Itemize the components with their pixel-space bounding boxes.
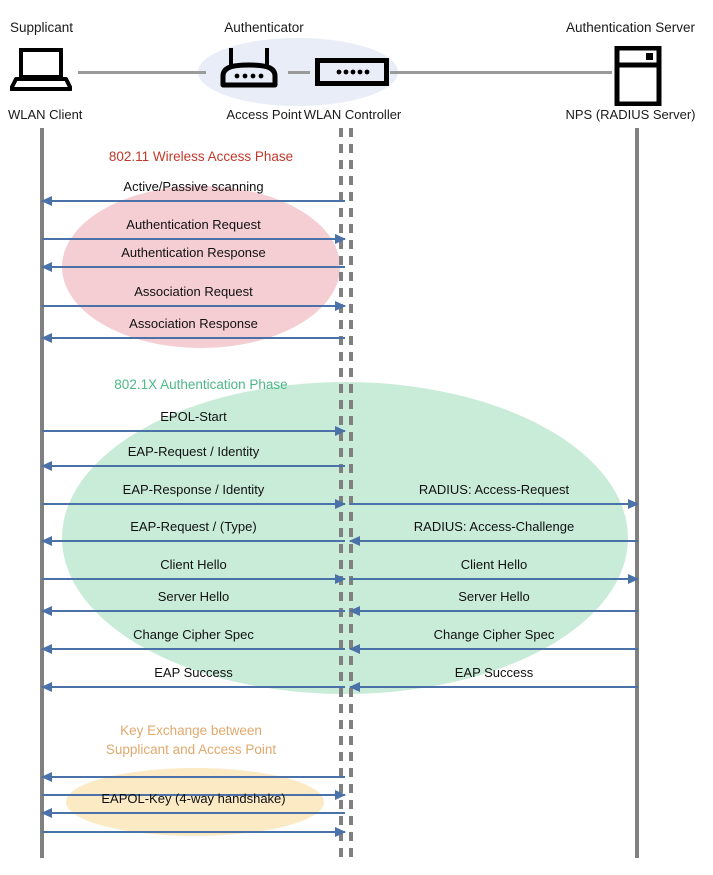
arrow-line [42,831,345,833]
wlan-controller-icon [315,58,389,91]
arrow-label: Client Hello [460,557,528,572]
phase-label-key-exchange-line1: Key Exchange between [120,723,262,738]
arrow-head-right-icon [335,234,346,244]
arrow-line [350,578,638,580]
arrow-label: RADIUS: Access-Request [418,482,570,497]
wire-controller-to-server [390,71,612,74]
phase-label-key-exchange-line2: Supplicant and Access Point [105,742,277,757]
arrow-head-left-icon [41,682,52,692]
arrow-line [42,686,345,688]
actor-device-wlan-client: WLAN Client [8,107,83,122]
laptop-icon [9,48,73,97]
arrow-head-left-icon [41,808,52,818]
arrow-head-left-icon [41,644,52,654]
arrow-head-left-icon [41,262,52,272]
arrow-line [42,776,345,778]
arrow-line [42,794,345,796]
arrow-label: EAP-Request / Identity [127,444,260,459]
arrow-head-left-icon [349,644,360,654]
actor-role-authenticator: Authenticator [224,20,304,35]
arrow-label: EPOL-Start [160,409,227,424]
arrow-line [350,503,638,505]
actor-device-wlan-controller: WLAN Controller [303,107,402,122]
server-icon [614,45,662,111]
access-point-icon [213,45,285,100]
phase-label-wireless-access: 802.11 Wireless Access Phase [108,149,294,164]
arrow-label: EAP Success [154,665,233,680]
arrow-line [42,238,345,240]
arrow-line [42,337,345,339]
phase-label-dot1x-auth: 802.1X Authentication Phase [114,377,288,392]
lifeline-wlan-controller [349,128,353,858]
arrow-label: EAP Success [454,665,534,680]
arrow-head-left-icon [41,606,52,616]
arrow-head-left-icon [41,461,52,471]
arrow-label: EAP-Response / Identity [122,482,265,497]
phase-blob-key-exchange [66,768,324,836]
arrow-head-right-icon [335,499,346,509]
lifeline-auth-server [635,128,639,858]
arrow-label: Server Hello [458,589,530,604]
arrow-line [42,648,345,650]
lifeline-access-point [339,128,343,858]
arrow-line [350,610,638,612]
arrow-line [42,305,345,307]
actor-role-authentication-server: Authentication Server [565,20,696,35]
arrow-label: Client Hello [160,557,227,572]
actor-role-supplicant: Supplicant [10,20,74,35]
arrow-label: EAPOL-Key (4-way handshake) [101,791,286,806]
actor-device-access-point: Access Point [226,107,302,122]
arrow-line [42,430,345,432]
arrow-head-right-icon [335,301,346,311]
arrow-head-right-icon [335,574,346,584]
arrow-label: Authentication Request [126,217,261,232]
arrow-head-left-icon [349,606,360,616]
arrow-label: Active/Passive scanning [123,179,264,194]
arrow-label: Association Response [129,316,258,331]
arrow-line [42,465,345,467]
arrow-label: Change Cipher Spec [133,627,254,642]
arrow-line [350,686,638,688]
wire-ap-to-controller [288,71,310,74]
arrow-head-left-icon [41,196,52,206]
arrow-head-left-icon [349,536,360,546]
arrow-head-right-icon [335,790,346,800]
arrow-line [42,200,345,202]
arrow-head-right-icon [628,574,639,584]
arrow-head-right-icon [335,426,346,436]
arrow-head-right-icon [628,499,639,509]
lifeline-supplicant [40,128,44,858]
arrow-label: Change Cipher Spec [433,627,555,642]
actor-device-nps-radius-server: NPS (RADIUS Server) [565,107,696,122]
arrow-head-left-icon [41,772,52,782]
arrow-head-right-icon [335,827,346,837]
arrow-line [42,610,345,612]
arrow-label: Server Hello [157,589,230,604]
arrow-head-left-icon [349,682,360,692]
arrow-line [42,578,345,580]
arrow-label: EAP-Request / (Type) [130,519,257,534]
arrow-line [42,812,345,814]
arrow-label: Association Request [134,284,253,299]
arrow-line [42,266,345,268]
arrow-head-left-icon [41,536,52,546]
arrow-head-left-icon [41,333,52,343]
wire-client-to-ap [78,71,206,74]
arrow-label: Authentication Response [121,245,266,260]
arrow-label: RADIUS: Access-Challenge [413,519,575,534]
arrow-line [42,503,345,505]
arrow-line [42,540,345,542]
arrow-line [350,540,638,542]
arrow-line [350,648,638,650]
